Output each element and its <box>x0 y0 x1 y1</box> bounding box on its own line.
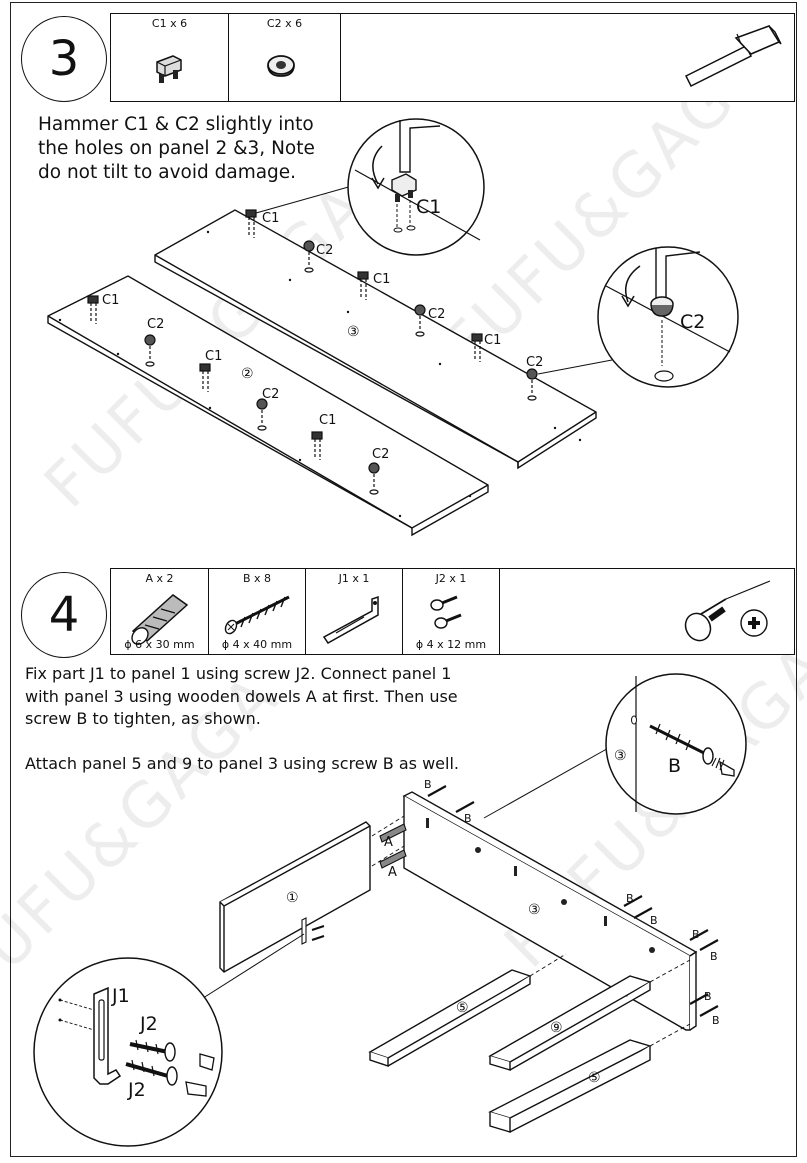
panel-3-board <box>402 791 698 1031</box>
j2-label: J2 <box>127 1079 146 1101</box>
step-3-number: 3 <box>21 16 107 102</box>
part-j2-cell: J2 x 1 ϕ 4 x 12 mm <box>403 569 500 654</box>
step-3-diagram: C1 C2 C1 C2 C1 C2 C1 C2 C1 C2 C1 C2 ③ ② … <box>47 118 739 537</box>
panel-3-number: ③ <box>614 748 627 764</box>
screw-b-label: B <box>692 928 700 941</box>
panel-5-number: ⑤ <box>456 1000 469 1016</box>
c2-label: C2 <box>372 447 389 462</box>
screw-b-label: B <box>650 914 658 927</box>
screw-b-label: B <box>710 950 718 963</box>
panel-1-board <box>219 821 371 973</box>
part-b-cell: B x 8 ϕ 4 x 40 mm <box>209 569 306 654</box>
part-c1-qty: C1 x 6 <box>151 17 188 30</box>
screw-j2-icon <box>430 595 462 629</box>
part-b-dim: ϕ 4 x 40 mm <box>221 638 293 651</box>
c2-label: C2 <box>526 355 543 370</box>
c1-nail-mark <box>87 209 483 460</box>
c2-label: C2 <box>316 243 333 258</box>
panel-2-number: ② <box>241 366 254 382</box>
part-b-qty: B x 8 <box>242 572 272 585</box>
page-frame <box>10 2 797 1157</box>
c1-label: C1 <box>373 272 390 287</box>
screw-b-label: B <box>464 812 472 825</box>
c2-label: C2 <box>147 317 164 332</box>
step-4-number: 4 <box>21 572 107 658</box>
step-4-parts-table: A x 2 ϕ 6 x 30 mm B x 8 ϕ 4 x 40 mm J1 x… <box>110 568 795 655</box>
part-a-qty: A x 2 <box>145 572 174 585</box>
c1-label: C1 <box>319 413 336 428</box>
screw-b-zoom-label: B <box>668 755 681 777</box>
screw-b-label: B <box>626 892 634 905</box>
c2-cap-icon <box>267 55 295 77</box>
step-4-instruction: Fix part J1 to panel 1 using screw J2. C… <box>25 664 459 773</box>
c1-label: C1 <box>102 293 119 308</box>
panel-3-number: ③ <box>347 324 360 340</box>
c2-zoom-circle <box>597 246 739 388</box>
c2-zoom-label: C2 <box>680 311 705 333</box>
part-a-dim: ϕ 6 x 30 mm <box>124 638 195 651</box>
part-j1-cell: J1 x 1 <box>306 569 403 654</box>
panel-1-number: ① <box>286 890 299 906</box>
c1-nail-icon <box>156 55 182 83</box>
hammer-icon <box>684 25 782 88</box>
panel-9-number: ⑨ <box>550 1020 563 1036</box>
panel-3-board <box>154 209 597 470</box>
c1-label: C1 <box>205 349 222 364</box>
step-3-parts-table: C1 x 6 C2 x 6 <box>110 13 795 102</box>
screwdriver-icon <box>684 580 771 642</box>
part-c2-qty: C2 x 6 <box>266 17 303 30</box>
screw-b-label: B <box>424 778 432 791</box>
screw-b-label: B <box>712 1014 720 1027</box>
part-a-cell: A x 2 ϕ 6 x 30 mm <box>111 569 209 654</box>
c2-cap-mark <box>144 240 538 495</box>
j2-label: J2 <box>139 1013 158 1035</box>
part-j2-dim: ϕ 4 x 12 mm <box>415 638 487 651</box>
bracket-zoom-circle <box>33 957 223 1147</box>
c1-label: C1 <box>262 211 279 226</box>
part-j2-qty: J2 x 1 <box>435 572 467 585</box>
c2-label: C2 <box>428 307 445 322</box>
part-c2-cell: C2 x 6 <box>229 14 341 101</box>
c2-label: C2 <box>262 387 279 402</box>
c1-label: C1 <box>484 333 501 348</box>
part-j1-qty: J1 x 1 <box>338 572 370 585</box>
dowel-icon <box>131 594 189 645</box>
panel-5-number: ⑤ <box>588 1070 601 1086</box>
c1-zoom-label: C1 <box>416 196 441 218</box>
screw-b-label: B <box>704 990 712 1003</box>
j1-label: J1 <box>111 985 130 1007</box>
screw-b-icon <box>224 595 290 635</box>
tool-cell <box>500 569 794 654</box>
part-c1-cell: C1 x 6 <box>111 14 229 101</box>
bracket-j1-icon <box>322 595 379 644</box>
tool-cell <box>341 14 794 101</box>
step-3-instruction: Hammer C1 & C2 slightly into the holes o… <box>38 114 315 183</box>
dowel-a-label: A <box>388 865 397 880</box>
dowel-a-label: A <box>384 835 393 850</box>
panel-3-number: ③ <box>528 902 541 918</box>
